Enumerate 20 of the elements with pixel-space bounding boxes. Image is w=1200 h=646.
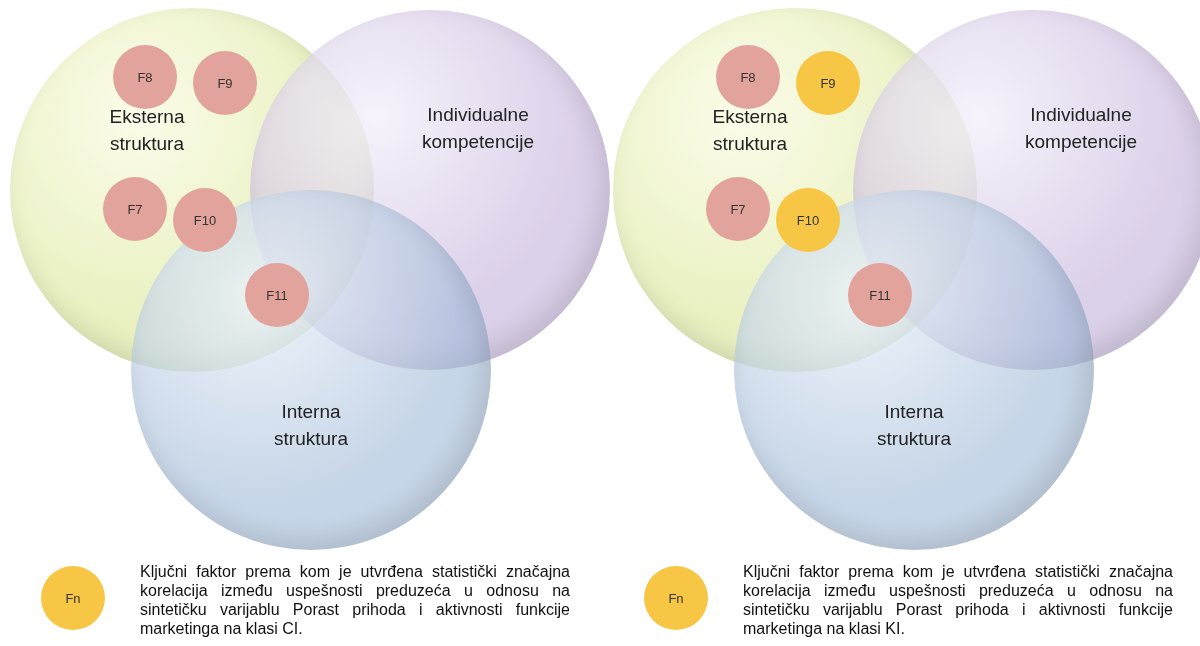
factor-label: F9 [820, 75, 836, 91]
factor-label: F7 [730, 201, 746, 217]
factor-label: F11 [869, 287, 891, 303]
factor-label: F9 [217, 75, 233, 91]
factor-label: F8 [137, 69, 153, 85]
region-label: Individualne kompetencije [1024, 103, 1138, 154]
legend-symbol-label: Fn [65, 590, 81, 606]
region-label: Eksterna struktura [108, 105, 186, 156]
region-label: Interna struktura [273, 400, 349, 451]
factor-label: F11 [266, 287, 288, 303]
region-label: Interna struktura [876, 400, 952, 451]
legend-text: Ključni faktor prema kom je utvrđena statistički značajna korelacija između uspešnosti preduzeća u odnosu na sintetičku varijablu Porast prihoda i aktivnosti funkcije marketinga na klasi KI. [743, 562, 1173, 638]
region-label: Individualne kompetencije [421, 103, 535, 154]
factor-label: F8 [740, 69, 756, 85]
factor-label: F10 [796, 212, 820, 228]
region-label: Eksterna struktura [711, 105, 789, 156]
legend-symbol-label: Fn [668, 590, 684, 606]
factor-label: F10 [193, 212, 217, 228]
factor-label: F7 [127, 201, 143, 217]
legend-text: Ključni faktor prema kom je utvrđena statistički značajna korelacija između uspešnosti preduzeća u odnosu na sintetičku varijablu Porast prihoda i aktivnosti funkcije marketinga na klasi CI. [140, 562, 570, 638]
